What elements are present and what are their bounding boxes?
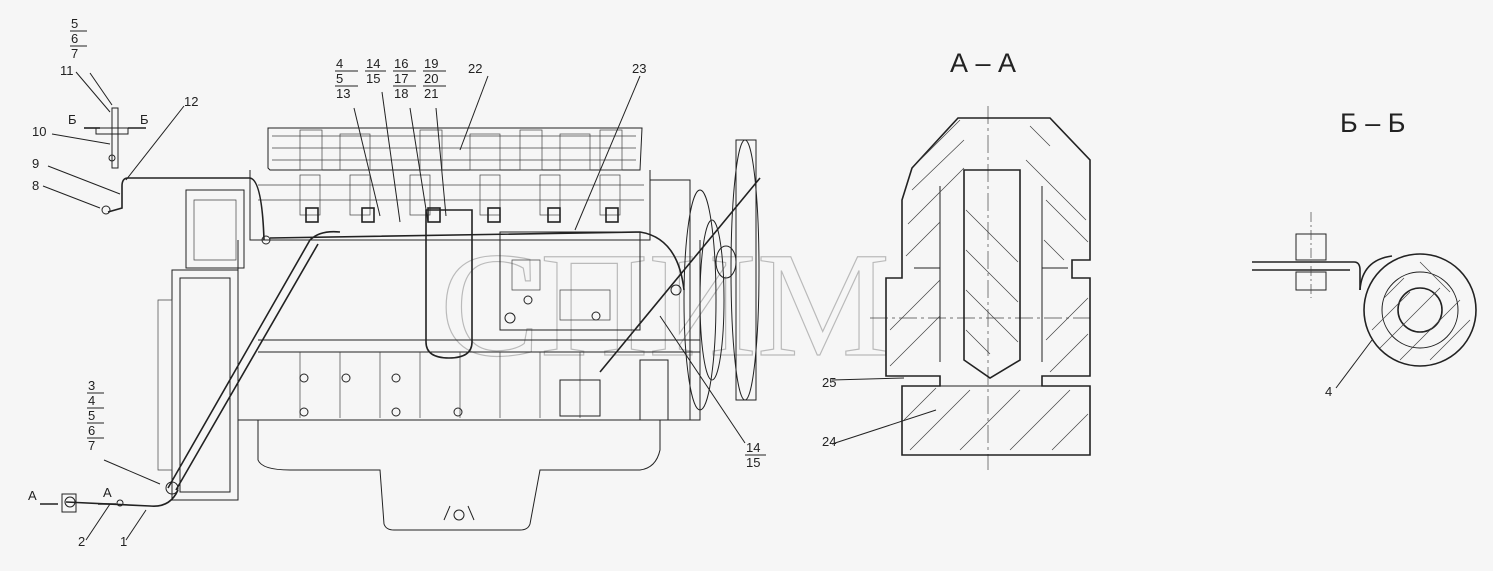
callout-10: 10 xyxy=(32,124,46,139)
cut-mark-a-left: А xyxy=(28,488,37,503)
stack-s567-item-1: 6 xyxy=(71,31,78,46)
section-a-a-hatching xyxy=(889,119,1089,451)
stack-s161718-item-0: 16 xyxy=(394,56,408,71)
cut-mark-b-left: Б xyxy=(68,112,77,127)
callout-4-section-bb: 4 xyxy=(1325,384,1332,399)
stack-s4513-item-2: 13 xyxy=(336,86,350,101)
stack-s34567-item-1: 4 xyxy=(88,393,95,408)
stack-s567-item-0: 5 xyxy=(71,16,78,31)
callout-11: 11 xyxy=(60,63,74,78)
stack-s1415-item-1: 15 xyxy=(366,71,380,86)
section-b-b-title: Б – Б xyxy=(1340,108,1405,138)
callout-25: 25 xyxy=(822,375,836,390)
callout-23: 23 xyxy=(632,61,646,76)
stack-s1415b-item-0: 14 xyxy=(746,440,760,455)
section-cut-marks: А А Б Б xyxy=(28,112,149,505)
stack-s34567-item-4: 7 xyxy=(88,438,95,453)
callout-8: 8 xyxy=(32,178,39,193)
stack-s1415b-item-1: 15 xyxy=(746,455,760,470)
fuel-lines xyxy=(61,107,761,513)
stack-s1415-item-0: 14 xyxy=(366,56,380,71)
stack-s4513-item-0: 4 xyxy=(336,56,343,71)
cut-mark-a-right: А xyxy=(103,485,112,500)
stack-s192021-item-2: 21 xyxy=(424,86,438,101)
stack-s34567-item-2: 5 xyxy=(88,408,95,423)
callout-9: 9 xyxy=(32,156,39,171)
stack-s4513-item-1: 5 xyxy=(336,71,343,86)
stack-s34567-item-3: 6 xyxy=(88,423,95,438)
section-b-b-hatching xyxy=(1371,261,1471,361)
stack-s34567-item-0: 3 xyxy=(88,378,95,393)
callout-labels: 1 2 8 9 10 11 12 22 23 xyxy=(32,61,646,549)
section-a-a: А – А 25 24 xyxy=(822,48,1091,470)
stack-s192021-item-0: 19 xyxy=(424,56,438,71)
callout-22: 22 xyxy=(468,61,482,76)
leader-lines xyxy=(42,71,746,541)
stack-s161718-item-2: 18 xyxy=(394,86,408,101)
watermark: СПИМ xyxy=(440,222,890,388)
callout-2: 2 xyxy=(78,534,85,549)
stack-s161718-item-1: 17 xyxy=(394,71,408,86)
callout-24: 24 xyxy=(822,434,836,449)
engine-side-view xyxy=(157,127,760,531)
callout-1: 1 xyxy=(120,534,127,549)
stack-s567-item-2: 7 xyxy=(71,46,78,61)
callout-12: 12 xyxy=(184,94,198,109)
section-b-b: Б – Б 4 xyxy=(1252,108,1477,399)
cut-mark-b-right: Б xyxy=(140,112,149,127)
stack-s192021-item-1: 20 xyxy=(424,71,438,86)
section-a-a-title: А – А xyxy=(950,48,1016,78)
